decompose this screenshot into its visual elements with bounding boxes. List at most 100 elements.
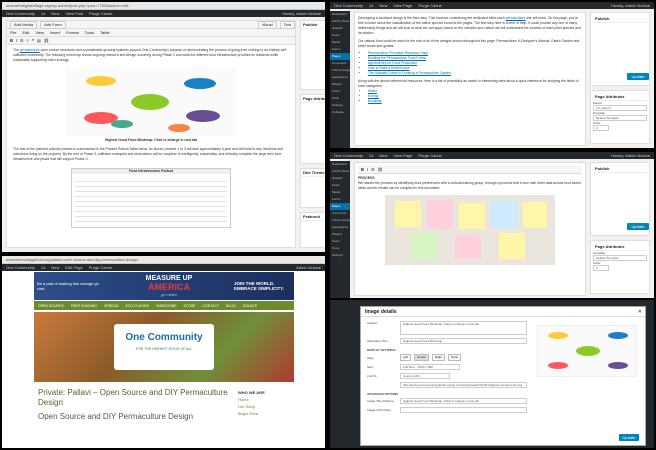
comments-count[interactable]: 14 — [40, 265, 46, 270]
parent-select[interactable]: (no parent) — [593, 105, 647, 111]
link-icon[interactable]: ⛓ — [43, 38, 49, 43]
update-button[interactable]: Update — [627, 73, 649, 80]
close-icon[interactable]: ✕ — [637, 309, 642, 315]
caption-textarea[interactable]: Highest Good Food Mindmap: Click to enla… — [400, 321, 527, 335]
align-left-button[interactable]: Left — [400, 354, 412, 361]
mindmap-image[interactable] — [66, 68, 236, 136]
menu-theme[interactable]: Theme Designer — [332, 68, 350, 72]
numbered-list-icon[interactable]: ≡ — [26, 38, 29, 43]
permaculture-link[interactable]: permaculture — [19, 48, 40, 52]
edit-page-link[interactable]: Edit Page — [65, 265, 83, 270]
nav-store[interactable]: STORE — [183, 303, 196, 308]
paragraph-process[interactable]: We started the process by identifying fo… — [358, 181, 582, 190]
text-tab[interactable]: Text — [279, 20, 295, 29]
resource-link[interactable]: The Ultimate Guide to Creating a Permacu… — [368, 71, 582, 76]
purge-cache-link[interactable]: Purge Cache — [418, 153, 442, 158]
site-name[interactable]: One Community — [6, 11, 35, 16]
menu-table[interactable]: Table — [100, 30, 110, 35]
link-url-input[interactable]: http://www.onecommunityglobal.org/wp-con… — [400, 382, 527, 388]
menu-forms[interactable]: Forms — [332, 47, 341, 51]
align-left-icon[interactable]: ▤ — [37, 38, 41, 43]
menu-item[interactable]: Activity Stats — [332, 169, 350, 173]
menu-format[interactable]: Format — [65, 30, 79, 35]
menu-collapse[interactable]: Collapse — [332, 110, 344, 114]
nav-contact[interactable]: CONTACT — [202, 303, 220, 308]
resource-link[interactable]: Agroforestry for Food Production — [368, 61, 582, 66]
menu-appearance[interactable]: Appearance — [332, 75, 349, 79]
nav-blog[interactable]: BLOG — [226, 303, 236, 308]
category-item[interactable]: Buildings — [368, 99, 582, 104]
menu-item[interactable]: Jetpack — [332, 176, 343, 180]
size-select[interactable]: Full Size – 1600 × 900 — [400, 364, 460, 370]
menu-item[interactable]: Tools — [332, 246, 340, 250]
menu-dashboard[interactable]: Dashboard — [332, 12, 347, 16]
menu-tools[interactable]: Tools — [84, 30, 94, 35]
order-input[interactable]: 0 — [593, 265, 609, 271]
paragraph-intro[interactable]: The permaculture open source resources a… — [13, 48, 288, 62]
menu-users[interactable]: Users — [332, 89, 340, 93]
alt-text-input[interactable]: Highest Good Food Mindmap — [400, 338, 527, 344]
new-menu[interactable]: New — [379, 3, 388, 8]
paragraph-rollout[interactable]: The rest of the planned cultural process… — [13, 147, 284, 161]
category-item[interactable]: Energy — [368, 94, 582, 99]
purge-cache-link[interactable]: Purge Cache — [88, 265, 113, 270]
menu-item[interactable]: Posts — [332, 183, 340, 187]
template-select[interactable]: Default Template — [593, 115, 647, 121]
view-page-link[interactable]: View Page — [393, 153, 413, 158]
css-class-input[interactable] — [400, 407, 527, 413]
bold-icon[interactable]: 𝐁 — [10, 38, 13, 43]
comments-count[interactable]: 14 — [40, 11, 46, 16]
menu-jetpack[interactable]: Jetpack — [332, 26, 343, 30]
menu-item[interactable]: Users — [332, 239, 340, 243]
new-menu[interactable]: New — [51, 265, 60, 270]
site-name[interactable]: One Community — [6, 265, 35, 270]
italic-icon[interactable]: 𝐼 — [15, 38, 17, 43]
howdy-user[interactable]: Howdy, Admin Nolose — [611, 153, 650, 158]
bold-icon[interactable]: 𝐁 — [361, 167, 364, 172]
menu-comments[interactable]: Comments — [332, 61, 347, 65]
howdy-user[interactable]: Howdy, Admin Nolose — [282, 11, 321, 16]
comments-count[interactable]: 14 — [368, 153, 374, 158]
title-attribute-input[interactable]: Highest Good Food Mindmap: Click to enla… — [400, 398, 527, 404]
nav-open-source[interactable]: OPEN SOURCE — [38, 303, 64, 308]
order-input[interactable]: 0 — [593, 125, 609, 131]
sidebar-link[interactable]: Begin Here — [238, 411, 259, 416]
paragraph-design[interactable]: Developing a localized design is the thi… — [358, 16, 581, 35]
template-select[interactable]: Default Template — [593, 255, 647, 261]
menu-item[interactable]: Forms — [332, 197, 341, 201]
sidebar-link[interactable]: Our Story — [238, 404, 256, 409]
resource-link[interactable]: How to Build a Greenhouse — [368, 66, 582, 71]
menu-item[interactable]: Settings — [332, 253, 343, 257]
menu-item[interactable]: Appearance — [332, 225, 349, 229]
menu-media[interactable]: Media — [332, 40, 341, 44]
view-post-link[interactable]: View Post — [65, 11, 84, 16]
menu-pages[interactable]: Pages — [330, 53, 350, 60]
view-page-link[interactable]: View Page — [393, 3, 413, 8]
howdy-user[interactable]: Howdy, Admin Nolose — [611, 3, 650, 8]
nav-free-sharing[interactable]: FREE SHARING — [70, 303, 98, 308]
bullet-list-icon[interactable]: ☰ — [19, 38, 24, 43]
paragraph-books[interactable]: Our natural food could be used for the r… — [358, 39, 580, 48]
add-media-button[interactable]: Add Media — [10, 20, 38, 29]
menu-edit[interactable]: Edit — [22, 30, 30, 35]
menu-tools[interactable]: Tools — [332, 96, 340, 100]
site-name[interactable]: One Community — [334, 153, 363, 158]
menu-settings[interactable]: Settings — [332, 103, 343, 107]
menu-file[interactable]: File — [10, 30, 17, 35]
site-name[interactable]: One Community — [334, 3, 363, 8]
resource-link[interactable]: Permaculture Principles Resource Page — [368, 51, 582, 56]
add-form-button[interactable]: Add Form — [40, 20, 66, 29]
menu-item[interactable]: Plugins — [332, 232, 342, 236]
section-heading[interactable]: PROCESS — [358, 176, 375, 180]
link-to-select[interactable]: Custom URL — [400, 373, 450, 379]
nav-eco-playing[interactable]: ECO-PLAYING — [125, 303, 150, 308]
menu-insert[interactable]: Insert — [49, 30, 60, 35]
menu-item[interactable]: Comments — [332, 211, 347, 215]
align-center-button[interactable]: Center — [414, 354, 430, 361]
address-bar[interactable]: oneearthdigitalvillage.org/wp-admin/post… — [2, 2, 325, 10]
quote-icon[interactable]: ❝ — [31, 38, 35, 43]
purge-cache-link[interactable]: Purge Cache — [89, 11, 113, 16]
purge-cache-link[interactable]: Purge Cache — [418, 3, 442, 8]
visual-tab[interactable]: Visual — [257, 20, 277, 29]
menu-activity[interactable]: Activity Stats — [332, 19, 350, 23]
